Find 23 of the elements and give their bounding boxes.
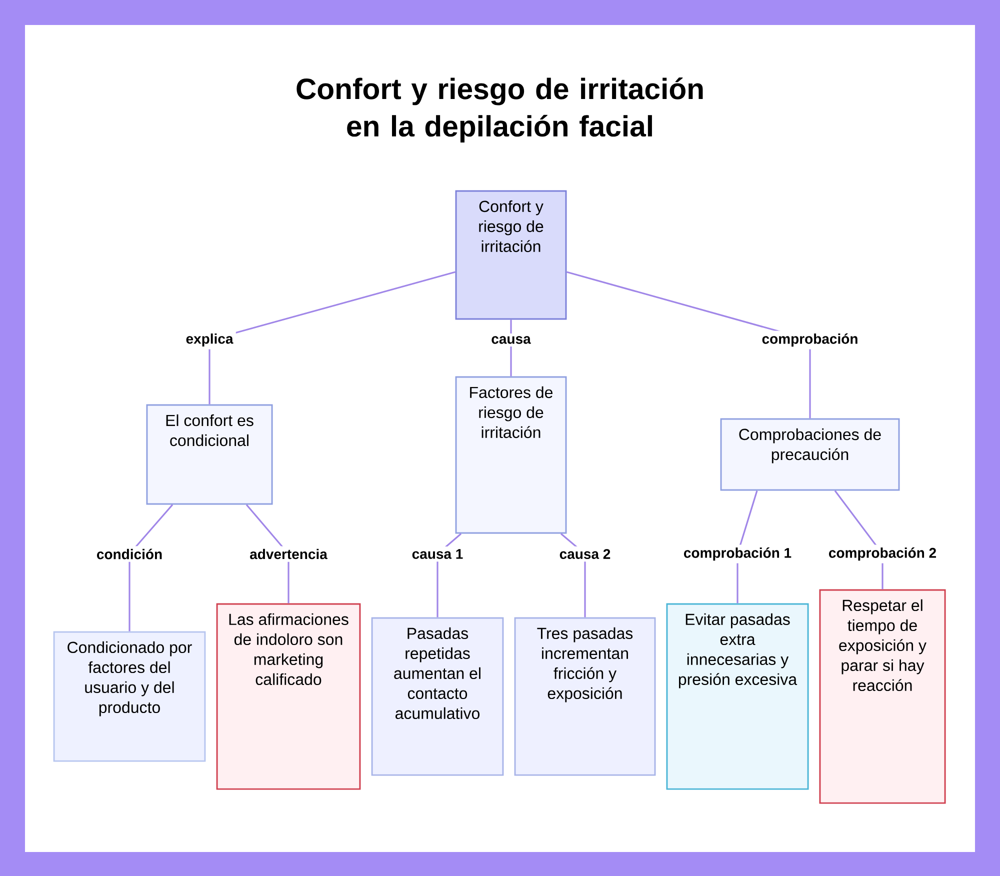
title: Confort y riesgo de irritación en la depilación facial: [296, 78, 703, 142]
concept-box: Evitar pasadas extra innecesarias y presión excesiva: [666, 603, 809, 790]
concept-box: Condicionado por factores del usuario y del producto: [53, 631, 206, 762]
concept-box: Pasadas repetidas aumentan el contacto acumulativo: [371, 617, 504, 776]
concept-box: Tres pasadas incrementan fricción y exposición: [514, 617, 656, 776]
edge-label: causa 1: [409, 546, 466, 562]
connector-line: [128, 504, 174, 632]
edge-label: causa 2: [556, 546, 614, 562]
concept-box: Respetar el tiempo de exposición y parar si hay reacción: [819, 589, 946, 804]
edge-label: comprobación 1: [680, 544, 794, 564]
edge-label: comprobación 2: [826, 544, 940, 564]
edge-label: explica: [183, 330, 236, 350]
edge-label: advertencia: [246, 546, 330, 562]
concept-box: Las afirmaciones de indoloro son marketing calificado: [216, 603, 361, 790]
edge-label: condición: [94, 546, 166, 562]
concept-box: Factores de riesgo de irritación: [455, 376, 567, 534]
edge-label: causa: [488, 334, 534, 347]
concept-box: El confort es condicional: [146, 404, 273, 505]
concept-box: Confort y riesgo de irritación: [455, 190, 567, 320]
edge-label: comprobación: [759, 330, 861, 350]
connector-line: [566, 271, 811, 418]
connector-line: [208, 271, 456, 404]
concept-box: Comprobaciones de precaución: [720, 418, 900, 491]
